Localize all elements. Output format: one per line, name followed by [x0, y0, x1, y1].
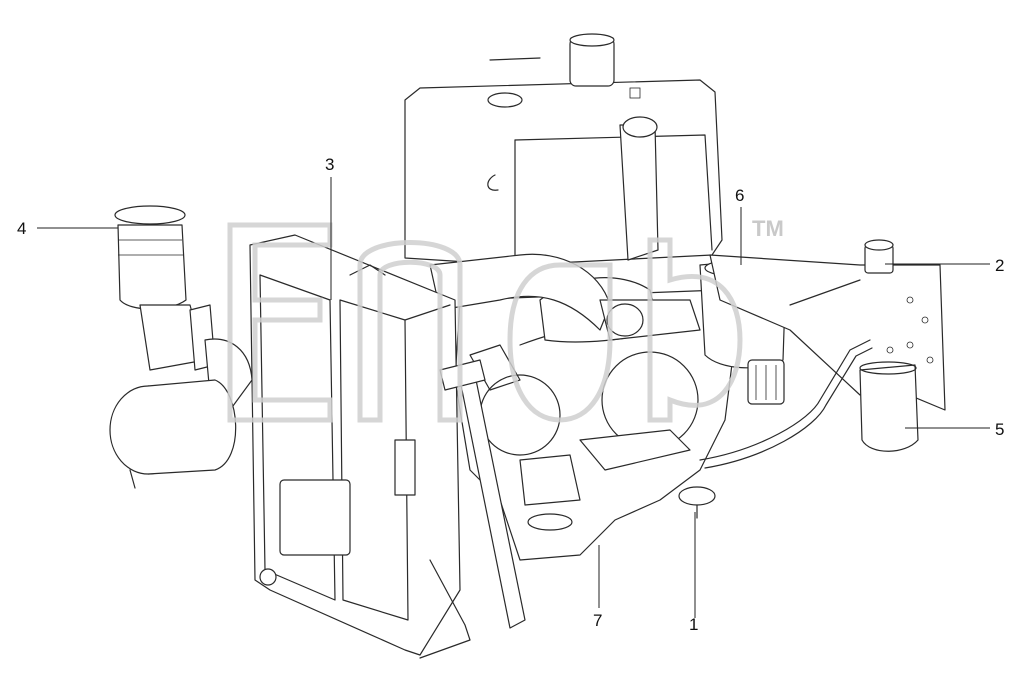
callout-4: 4 — [17, 219, 27, 238]
fuel-line — [699, 339, 873, 469]
fuel-tank — [404, 33, 723, 266]
radiator-part-3 — [249, 234, 471, 659]
leader-lines — [37, 177, 990, 618]
callout-2: 2 — [995, 256, 1005, 275]
callout-3: 3 — [325, 155, 335, 174]
callout-7: 7 — [593, 611, 603, 630]
muffler-part-5 — [859, 361, 919, 452]
callout-6: 6 — [735, 186, 745, 205]
top-cap-part-2 — [864, 239, 894, 274]
callout-5: 5 — [995, 420, 1005, 439]
watermark — [227, 222, 743, 423]
callout-1: 1 — [689, 615, 699, 634]
exhaust-pipe — [619, 116, 659, 261]
watermark-tm: TM — [752, 216, 784, 241]
air-cleaner-part-4 — [109, 205, 253, 489]
